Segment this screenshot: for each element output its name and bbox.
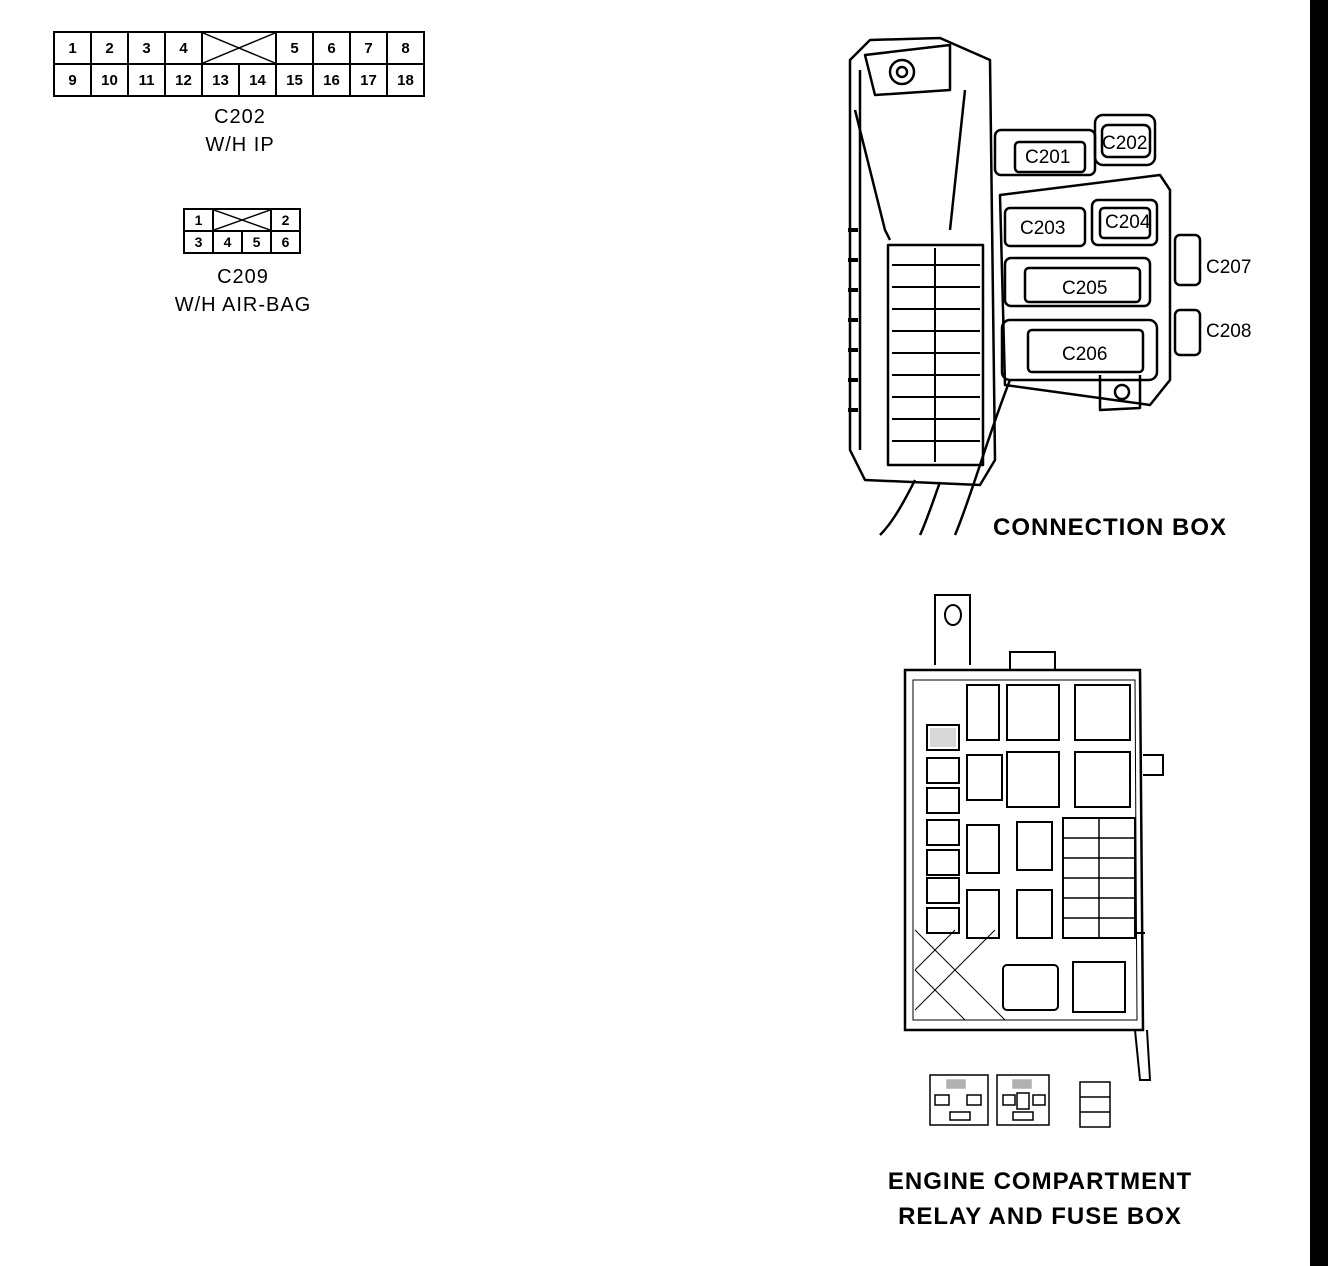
connection-box-drawing: C201 C202 C203 C204 C205 C206 C207 C208 bbox=[848, 36, 1251, 536]
mounting-hole bbox=[888, 58, 916, 86]
engine-box-title-line2: RELAY AND FUSE BOX bbox=[898, 1203, 1182, 1230]
c209-pin-5: 5 bbox=[241, 230, 272, 254]
c207-housing bbox=[1173, 233, 1202, 287]
c204-housing bbox=[1090, 198, 1159, 247]
page-edge-bar bbox=[1310, 0, 1328, 1266]
connection-box-title: CONNECTION BOX bbox=[992, 514, 1227, 541]
label-c201: C201 bbox=[1025, 147, 1070, 168]
c202-unused-cell bbox=[201, 31, 277, 65]
c202-pin-8: 8 bbox=[386, 31, 425, 65]
c209-pin-6: 6 bbox=[270, 230, 301, 254]
relay-2 bbox=[1006, 684, 1060, 741]
c202-pin-2: 2 bbox=[90, 31, 129, 65]
c208-housing bbox=[1173, 308, 1202, 357]
c209-name: C209 bbox=[217, 266, 269, 288]
label-c202: C202 bbox=[1102, 133, 1147, 154]
c202-name: C202 bbox=[214, 106, 266, 128]
relay-4 bbox=[966, 754, 1003, 801]
label-c205: C205 bbox=[1062, 278, 1107, 299]
c202-pin-16: 16 bbox=[312, 63, 351, 97]
relay-1 bbox=[966, 684, 1000, 741]
c202-housing bbox=[1093, 113, 1157, 167]
top-bracket bbox=[934, 594, 971, 665]
c209-pin-table: 1 2 3 4 5 6 bbox=[183, 208, 301, 254]
mounting-tab bbox=[863, 43, 952, 97]
engine-box-title-line1: ENGINE COMPARTMENT bbox=[887, 1168, 1193, 1195]
c202-pin-3: 3 bbox=[127, 31, 166, 65]
c202-pin-17: 17 bbox=[349, 63, 388, 97]
c202-pin-18: 18 bbox=[386, 63, 425, 97]
connector-box-outline bbox=[998, 173, 1172, 407]
relay-3 bbox=[1074, 684, 1131, 741]
c202-pin-10: 10 bbox=[90, 63, 129, 97]
c209-pin-4: 4 bbox=[212, 230, 243, 254]
c202-pin-table: 1 2 3 4 5 6 7 8 9 10 11 12 13 14 15 16 1… bbox=[53, 31, 425, 97]
label-c203: C203 bbox=[1020, 218, 1065, 239]
label-c208: C208 bbox=[1206, 321, 1251, 342]
c209-unused-cell bbox=[212, 208, 272, 232]
c202-pin-15: 15 bbox=[275, 63, 314, 97]
c202-pin-14: 14 bbox=[238, 63, 277, 97]
c202-desc: W/H IP bbox=[205, 134, 275, 156]
relay-11 bbox=[1002, 964, 1059, 1011]
c209-pin-3: 3 bbox=[183, 230, 214, 254]
relay-6 bbox=[1074, 751, 1131, 808]
c202-pin-9: 9 bbox=[53, 63, 92, 97]
c206-housing bbox=[1000, 318, 1159, 382]
c205-housing bbox=[1003, 256, 1152, 308]
c202-pin-13: 13 bbox=[201, 63, 240, 97]
left-fuse-column bbox=[926, 724, 960, 934]
fuse-panel-outline bbox=[848, 36, 997, 487]
relay-legend bbox=[929, 1074, 1111, 1128]
label-c206: C206 bbox=[1062, 344, 1107, 365]
c202-pin-1: 1 bbox=[53, 31, 92, 65]
relay-12 bbox=[1072, 961, 1126, 1013]
fuse-grid bbox=[886, 243, 985, 467]
c202-pin-7: 7 bbox=[349, 31, 388, 65]
engine-fuse-box-drawing bbox=[903, 594, 1164, 1128]
c202-pin-4: 4 bbox=[164, 31, 203, 65]
label-c204: C204 bbox=[1105, 212, 1151, 233]
box-outline bbox=[903, 668, 1145, 1032]
c202-pin-11: 11 bbox=[127, 63, 166, 97]
relay-7 bbox=[966, 824, 1000, 874]
c203-housing bbox=[1003, 206, 1087, 248]
fuse-rows bbox=[892, 248, 980, 462]
label-c207: C207 bbox=[1206, 257, 1251, 278]
relay-5 bbox=[1006, 751, 1060, 808]
c209-desc: W/H AIR-BAG bbox=[174, 294, 312, 316]
relay-9 bbox=[966, 889, 1000, 939]
c202-pin-6: 6 bbox=[312, 31, 351, 65]
c209-pin-2: 2 bbox=[270, 208, 301, 232]
right-fuse-grid bbox=[1062, 817, 1136, 939]
c202-pin-5: 5 bbox=[275, 31, 314, 65]
relay-8 bbox=[1016, 821, 1053, 871]
c209-pin-1: 1 bbox=[183, 208, 214, 232]
relay-10 bbox=[1016, 889, 1053, 939]
c202-pin-12: 12 bbox=[164, 63, 203, 97]
